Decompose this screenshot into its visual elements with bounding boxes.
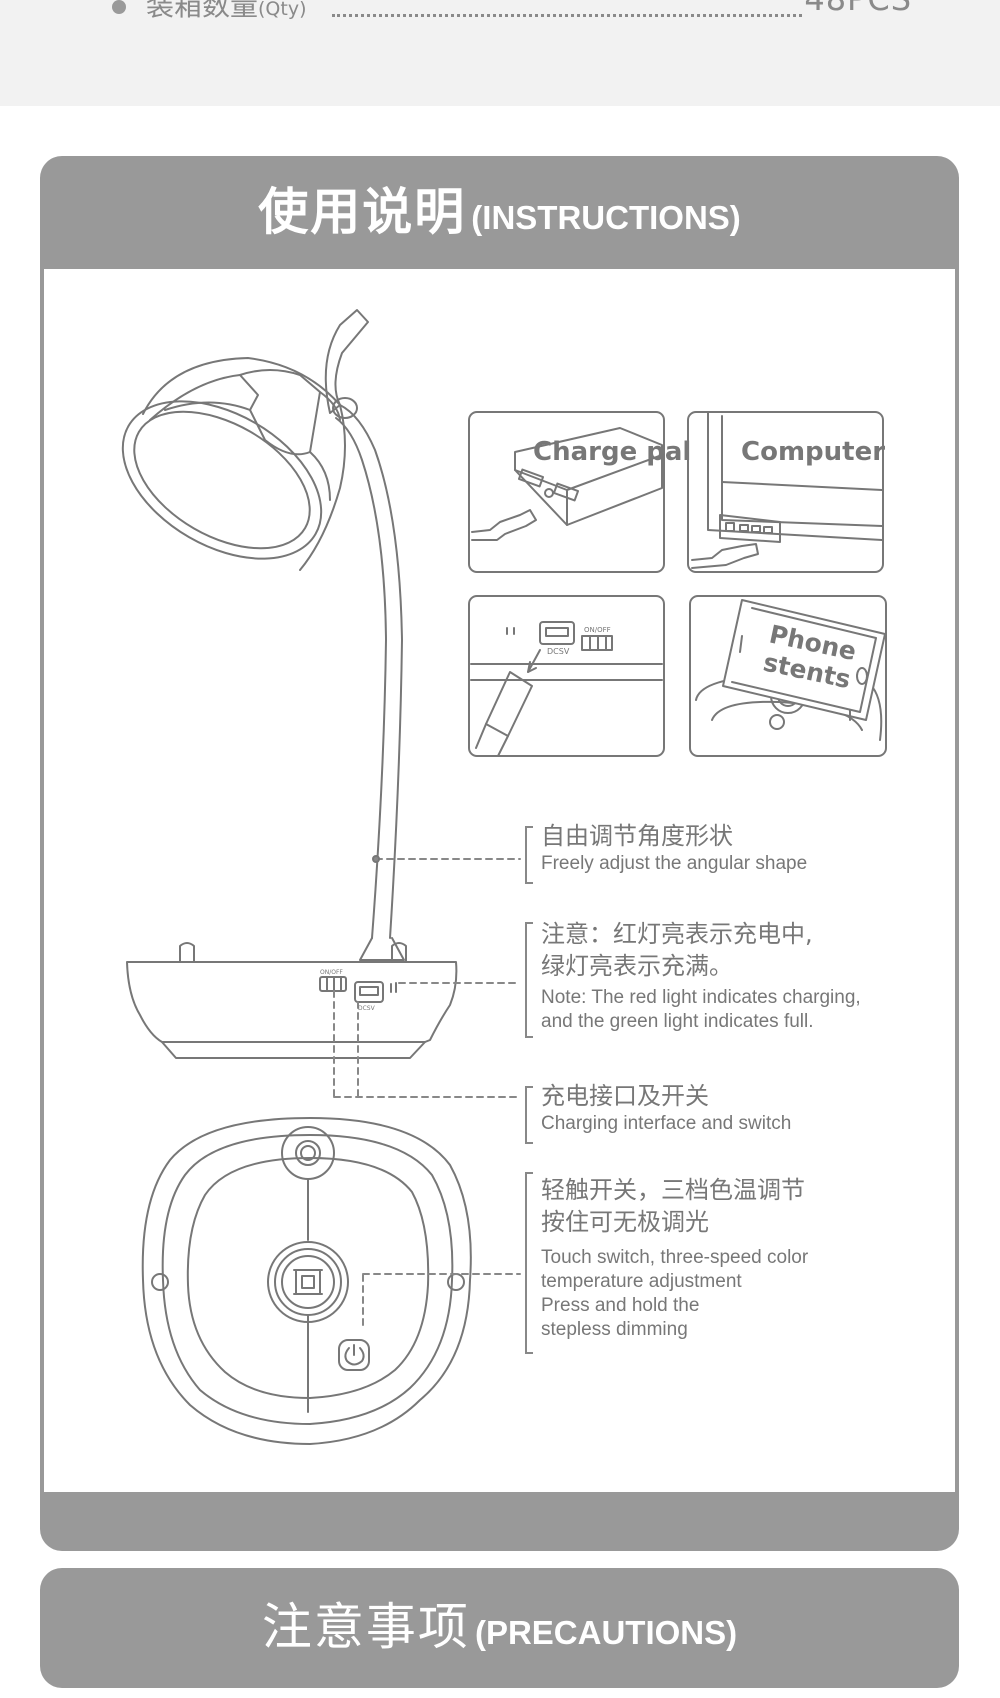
qty-label: 装箱数量(Qty) — [146, 0, 307, 22]
bracket — [525, 1086, 533, 1144]
instructions-panel: 使用说明 (INSTRUCTIONS) — [40, 156, 959, 1551]
bracket — [525, 922, 533, 1038]
note-touch-switch: 轻触开关，三档色温调节 按住可无极调光 Touch switch, three-… — [541, 1176, 809, 1340]
computer-icon — [687, 411, 884, 573]
lamp-base-icon — [126, 942, 458, 1059]
lamp-illustration: Charge pal Computer Phone stents ON/OFF … — [121, 309, 887, 1445]
computer-label: Computer — [741, 437, 885, 467]
qty-row: 装箱数量(Qty) 48PCS — [112, 0, 912, 34]
base-topview-icon — [141, 1117, 472, 1445]
note-charging-interface: 充电接口及开关 Charging interface and switch — [541, 1082, 792, 1134]
charging-port-closeup-icon — [468, 595, 665, 757]
leader-dot — [372, 855, 380, 863]
bracket — [525, 1172, 533, 1354]
instructions-title: 使用说明 (INSTRUCTIONS) — [258, 183, 741, 241]
lamp-arm-icon — [332, 397, 405, 961]
instructions-body — [44, 269, 955, 1492]
box-dcsv-label: DCSV — [547, 647, 570, 656]
leader-lines — [333, 858, 521, 1331]
bullet-icon — [112, 0, 126, 14]
bracket — [525, 826, 533, 884]
phone-stand-icon — [689, 595, 887, 757]
lamp-on-off-label: ON/OFF — [320, 969, 343, 976]
precautions-title: 注意事项 (PRECAUTIONS) — [261, 1598, 738, 1656]
qty-value: 48PCS — [804, 0, 912, 18]
lamp-shade-icon — [121, 309, 369, 571]
dotted-leader — [332, 14, 802, 17]
spec-strip: 装箱数量(Qty) 48PCS — [0, 0, 1000, 106]
charge-pal-icon — [468, 411, 665, 573]
lamp-dcsv-label: DCSV — [358, 1005, 376, 1012]
note-indicator-light: 注意：红灯亮表示充电中, 绿灯亮表示充满。 Note: The red ligh… — [541, 920, 861, 1032]
box-on-off-label: ON/OFF — [584, 626, 611, 634]
charge-pal-label: Charge pal — [533, 437, 691, 467]
note-adjust-angle: 自由调节角度形状 Freely adjust the angular shape — [541, 822, 808, 874]
precautions-panel: 注意事项 (PRECAUTIONS) — [40, 1568, 959, 1688]
